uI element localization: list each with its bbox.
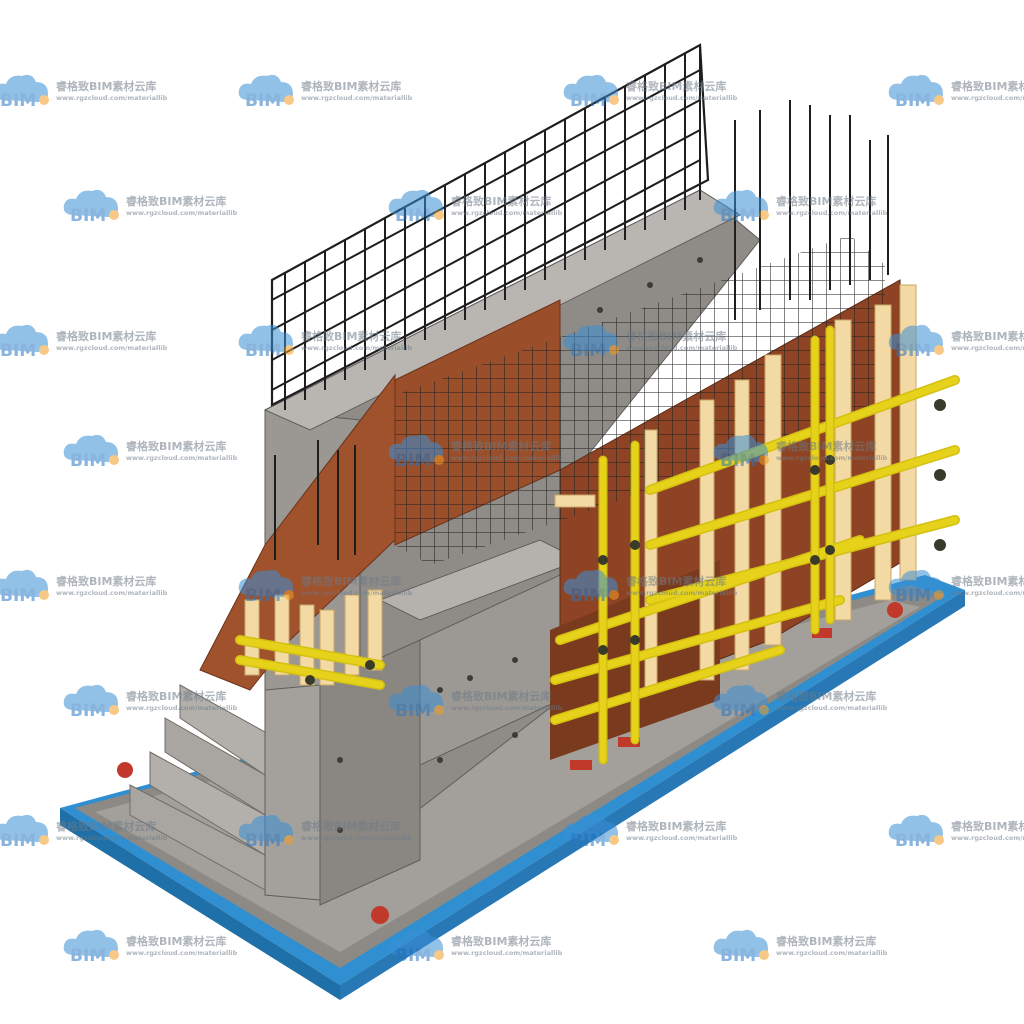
rebar-top-cage [270, 43, 889, 560]
clamp-couplers [305, 399, 946, 685]
rebar-cage-middle [395, 235, 885, 565]
support-pads [117, 602, 903, 924]
tie-holes [337, 257, 703, 833]
steel-tube-scaffolding [235, 325, 960, 765]
